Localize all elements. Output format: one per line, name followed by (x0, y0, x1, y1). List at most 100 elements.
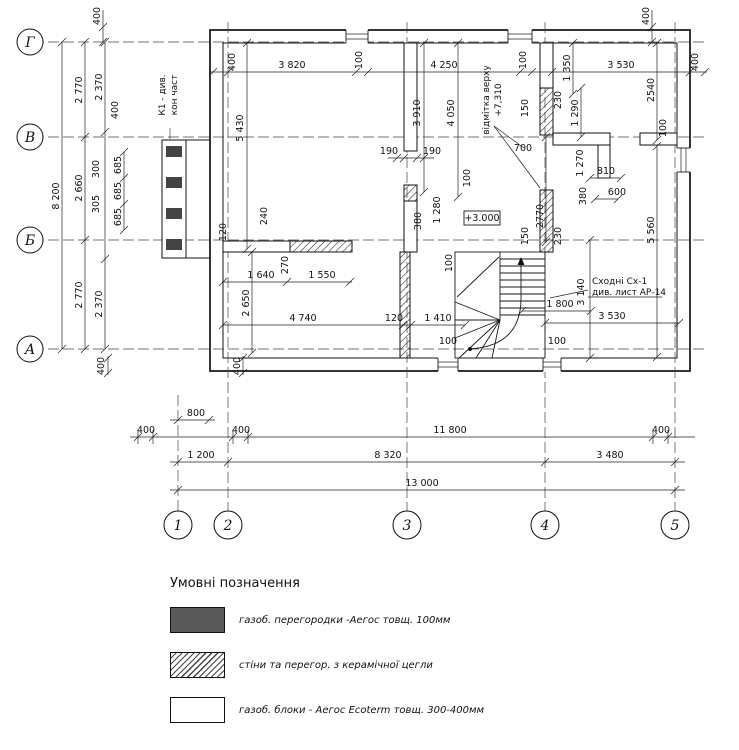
dim-label: 120 (218, 223, 229, 241)
flue-segment (166, 208, 182, 219)
dim-label: 400 (652, 425, 670, 436)
dim-label: 100 (439, 336, 457, 347)
axis-label: 2 (223, 518, 233, 534)
dim-label: 600 (608, 187, 626, 198)
flue-k1 (161, 128, 210, 259)
staircase (454, 251, 546, 359)
dim-label: 400 (232, 425, 250, 436)
dim-label: 3 820 (278, 60, 305, 71)
axis-label: Б (24, 233, 35, 249)
dim-label: 5 560 (646, 216, 657, 243)
dim-label: 800 (187, 408, 205, 419)
dim-label: 8 320 (374, 450, 401, 461)
dim-label: 150 (520, 99, 531, 117)
dim-label: 380 (413, 212, 424, 230)
dim-label: 4 050 (446, 99, 457, 126)
dim-label: 100 (444, 254, 455, 272)
dim-label: 1 550 (308, 270, 335, 281)
axis-label: В (24, 130, 35, 146)
flue-segment (166, 146, 182, 157)
legend-item-gas-blocks: газоб. блоки - Аегос Ecoterm товщ. 300-4… (170, 697, 600, 723)
dim-label: 240 (259, 207, 270, 225)
dim-label: 1 410 (424, 313, 451, 324)
legend-item-label: газоб. перегородки -Аегос товщ. 100мм (239, 614, 451, 626)
stairs-direction-arrow (469, 263, 522, 350)
legend-title: Умовні позначення (170, 576, 300, 591)
dim-label: 400 (690, 53, 701, 71)
dim-label: 1 270 (575, 149, 586, 176)
axis-label: 1 (174, 518, 183, 534)
axis-label: Г (24, 35, 35, 51)
dim-label: 2 770 (74, 281, 85, 308)
dim-label: 8 200 (51, 182, 62, 209)
dim-label: 400 (110, 101, 121, 119)
dim-label: 4 740 (289, 313, 316, 324)
flue-segment (166, 239, 182, 250)
stairs-note-line1: Сходні Сх-1 (592, 277, 647, 287)
interior-walls (222, 42, 678, 359)
dim-label: 100 (518, 51, 529, 69)
axis-label: 3 (403, 518, 412, 534)
dim-label: 3 480 (596, 450, 623, 461)
legend-item-gas-partitions: газоб. перегородки -Аегос товщ. 100мм (170, 607, 600, 633)
legend-item-label: стіни та перегор. з керамічної цегли (239, 659, 433, 671)
dim-label: 305 (91, 195, 102, 213)
outline-swatch (170, 697, 225, 723)
legend-item-ceramic-brick: стіни та перегор. з керамічної цегли (170, 652, 600, 678)
dim-label: 1 800 (546, 299, 573, 310)
dim-label: 2540 (646, 78, 657, 102)
k1-note-line1: К1 - див. (158, 74, 168, 115)
dimension-labels-rotated: 400 100 100 1 350 5 430 3 910 4 050 150 … (51, 7, 701, 375)
axis-label: А (24, 342, 36, 358)
dim-label: 300 (91, 160, 102, 178)
dim-label: 13 000 (405, 478, 438, 489)
stairs-note-line2: див. лист АР-14 (592, 288, 666, 298)
dim-label: 1 280 (432, 196, 443, 223)
dim-label: 100 (658, 119, 669, 137)
dim-label: 400 (227, 53, 238, 71)
dim-label: 685 (113, 182, 124, 200)
dim-label: 1 350 (562, 54, 573, 81)
top-mark-value: +7,310 (494, 83, 504, 117)
dim-label: 400 (96, 357, 107, 375)
dim-label: 3 530 (598, 311, 625, 322)
note-leaders (463, 125, 662, 299)
dim-label: 3 530 (607, 60, 634, 71)
dim-label: 2 370 (94, 290, 105, 317)
legend-item-label: газоб. блоки - Аегос Ecoterm товщ. 300-4… (239, 704, 485, 716)
dim-label: 810 (597, 166, 615, 177)
dim-label: 190 (380, 146, 398, 157)
dim-label: 120 (385, 313, 403, 324)
dim-label: 100 (462, 169, 473, 187)
dim-label: 1 290 (570, 99, 581, 126)
dim-label: 270 (280, 256, 291, 274)
dim-label: 400 (232, 357, 243, 375)
dim-label: 100 (354, 51, 365, 69)
dimension-lines (61, 10, 707, 491)
annotation-texts: К1 - див. кон част відмітка верху +7,310… (158, 65, 666, 298)
floor-plan-svg: Г В Б А 1 2 3 4 5 3 820 4 250 3 530 190 … (16, 7, 710, 540)
legend: Умовні позначення газоб. перегородки -Ае… (170, 576, 600, 742)
level-mark: +3.000 (464, 213, 499, 224)
dim-label: 400 (137, 425, 155, 436)
dim-label: 2 370 (94, 73, 105, 100)
dim-label: 230 (553, 227, 564, 245)
dim-label: 1 200 (187, 450, 214, 461)
top-mark-note: відмітка верху (482, 65, 492, 135)
dim-label: 2770 (535, 204, 546, 228)
building-walls (209, 29, 691, 372)
axis-label: 4 (540, 518, 550, 534)
level-mark-box (463, 210, 501, 226)
dim-label: 190 (423, 146, 441, 157)
dim-label: 700 (514, 143, 532, 154)
dim-label: 685 (113, 156, 124, 174)
solid-dark-swatch (170, 607, 225, 633)
axis-bubbles: Г В Б А 1 2 3 4 5 (16, 28, 690, 540)
dim-label: 11 800 (433, 425, 466, 436)
dim-label: 3 910 (412, 99, 423, 126)
dim-label: 400 (92, 7, 103, 25)
dim-label: 2 660 (74, 174, 85, 201)
dimension-labels: 3 820 4 250 3 530 190 190 700 810 600 1 … (137, 60, 670, 489)
axis-label: 5 (671, 518, 680, 534)
